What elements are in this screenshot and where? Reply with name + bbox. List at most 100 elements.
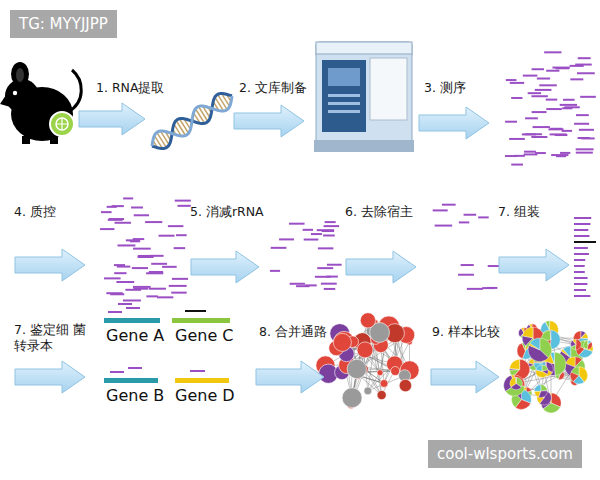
network-node (360, 313, 375, 328)
step-label: 9. 样本比较 (430, 324, 520, 340)
pie-node (510, 377, 523, 390)
read (482, 287, 494, 289)
block-arrow (234, 105, 304, 137)
read (551, 154, 568, 156)
pie-slice (550, 330, 552, 340)
read (132, 267, 148, 269)
read (185, 310, 206, 312)
step-label: 1. RNA提取 (78, 80, 168, 96)
read (304, 239, 319, 241)
read (531, 136, 547, 138)
read (159, 235, 175, 237)
pie-slice (575, 339, 581, 350)
read (509, 138, 525, 140)
pie-slice (515, 377, 516, 383)
block-arrow (15, 249, 85, 281)
read (555, 134, 568, 136)
read (580, 96, 596, 98)
read (116, 281, 134, 283)
watermark: TG: MYYJJPP (10, 10, 117, 38)
block-arrow (499, 249, 569, 281)
gene-bar (104, 378, 158, 383)
step-label: 5. 消减rRNA (190, 204, 280, 220)
pie-node (584, 340, 593, 349)
pie-slice (573, 339, 576, 344)
sample-network (504, 321, 593, 413)
read (108, 219, 123, 221)
read (435, 225, 453, 227)
read (550, 133, 567, 135)
sequencer-body (316, 42, 412, 150)
read (318, 247, 333, 249)
pie-slice (566, 357, 575, 367)
read (133, 238, 145, 240)
read (324, 225, 340, 227)
pie-slice (536, 365, 542, 371)
read (100, 228, 114, 230)
read (574, 229, 588, 231)
pie-slice (534, 385, 541, 392)
dna-rung (218, 94, 228, 109)
pie-slice (587, 340, 588, 344)
network-node (399, 379, 411, 391)
read (133, 286, 151, 288)
read (552, 67, 569, 69)
read (510, 82, 524, 84)
read (114, 272, 126, 274)
read (442, 204, 456, 206)
read (532, 111, 547, 113)
step-label: 4. 质控 (14, 204, 104, 220)
gene-label: Gene C (175, 326, 233, 345)
read (109, 218, 124, 220)
pie-node (571, 339, 582, 350)
read (145, 221, 162, 223)
pie-slice (584, 340, 588, 349)
read (108, 311, 122, 313)
read (467, 288, 483, 290)
mouse-ear (11, 62, 29, 86)
block-arrow-shape (233, 104, 305, 138)
step-label: 7. 组装 (498, 204, 588, 220)
mouse-foot (50, 136, 58, 144)
read (514, 155, 525, 157)
network-node (333, 333, 351, 351)
network-node (377, 370, 383, 376)
dna-strand (152, 96, 232, 146)
read (317, 229, 334, 231)
read (528, 92, 541, 94)
assembled-reads (574, 218, 596, 296)
step-arrow: 9. 样本比较 (430, 324, 520, 394)
read (576, 148, 594, 150)
read (168, 225, 183, 227)
read (101, 211, 112, 213)
pie-slice (563, 346, 571, 358)
pie-slice (510, 359, 520, 369)
read (563, 99, 575, 101)
block-arrow-shape (255, 360, 325, 394)
read (162, 266, 177, 268)
read (104, 277, 121, 279)
read (505, 121, 517, 123)
read (575, 64, 592, 66)
read (548, 128, 563, 130)
watermark: cool-wlsports.com (428, 440, 582, 468)
pie-node (528, 338, 552, 362)
block-arrow-shape (78, 102, 146, 136)
step-arrow: 5. 消减rRNA (190, 204, 280, 284)
read (524, 151, 536, 153)
block-arrow (79, 103, 145, 135)
network-node (377, 390, 386, 399)
sequencer-door (370, 58, 407, 120)
read (574, 241, 596, 243)
read (459, 221, 469, 223)
read (461, 264, 474, 266)
network-node (342, 388, 362, 408)
read (171, 292, 186, 294)
read (290, 283, 305, 285)
step-arrow: 2. 文库制备 (233, 80, 323, 138)
block-arrow-shape (418, 106, 490, 140)
read (123, 197, 133, 199)
read (546, 108, 562, 110)
